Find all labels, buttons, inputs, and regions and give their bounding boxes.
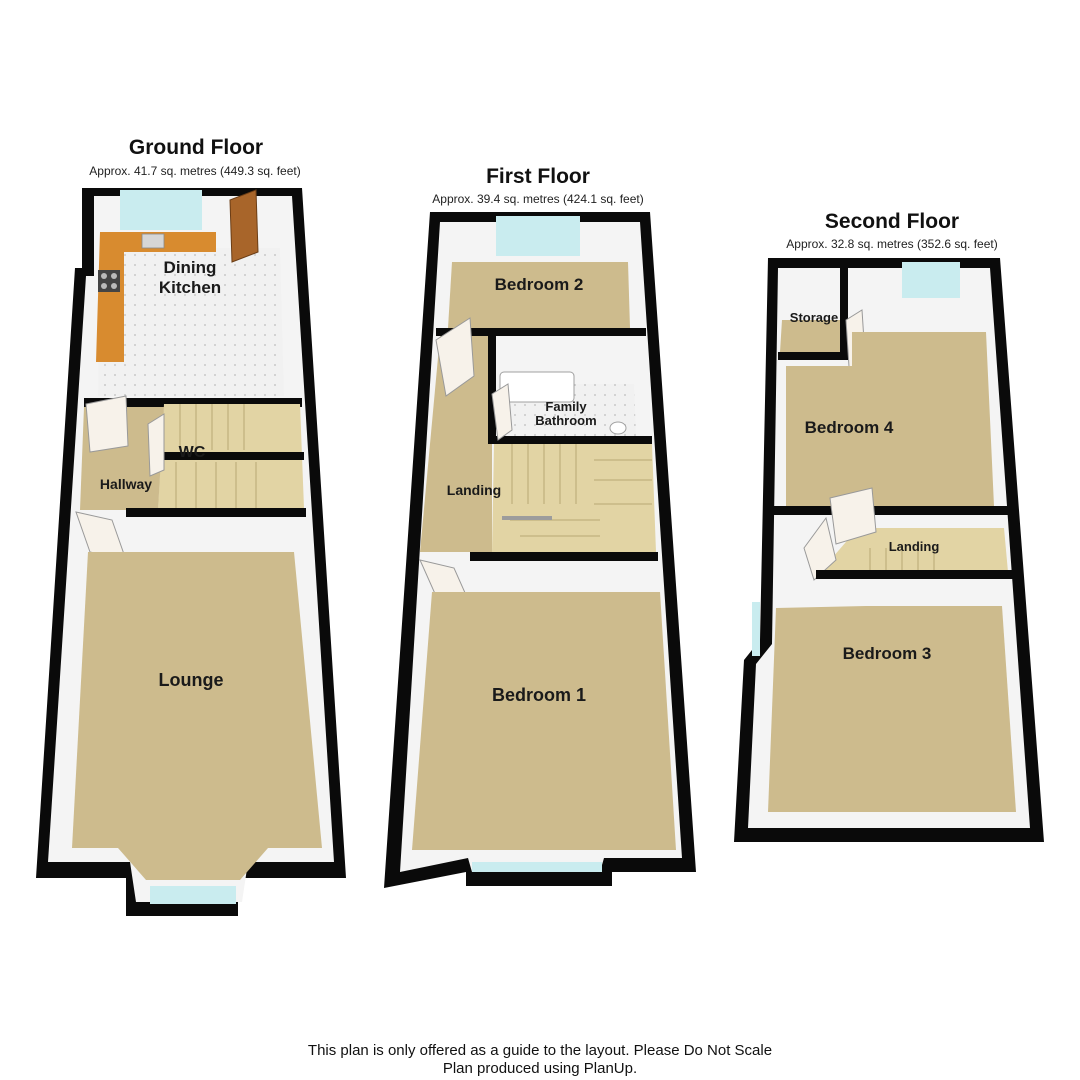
- kitchen-window: [120, 190, 202, 230]
- bedroom-1-window: [472, 862, 602, 872]
- disclaimer-line-2: Plan produced using PlanUp.: [442, 1060, 638, 1077]
- sink-icon: [141, 233, 165, 249]
- hob-ring-icon: [101, 273, 107, 279]
- bedroom-4-door: [829, 487, 877, 545]
- room-label-dining: Dining: [164, 258, 217, 277]
- dining-kitchen-floor: [98, 248, 284, 396]
- bedroom-2-window: [496, 216, 580, 256]
- storage-side-wall: [840, 268, 848, 360]
- lounge-partition-wall: [126, 508, 306, 517]
- second-landing-floor: [820, 528, 1008, 572]
- bedroom-1-wall: [470, 552, 658, 561]
- bathroom-bottom-wall: [488, 436, 652, 444]
- second-floor-area: Approx. 32.8 sq. metres (352.6 sq. feet): [786, 237, 998, 251]
- bedroom-4-floor: [786, 332, 994, 506]
- hob-ring-icon: [111, 283, 117, 289]
- first-floor-stairs: [492, 444, 656, 552]
- lounge-bay-floor: [118, 848, 268, 880]
- room-label-landing-second: Landing: [889, 539, 940, 554]
- lounge-floor: [72, 552, 322, 848]
- hob-icon: [98, 270, 120, 292]
- room-label-bedroom-4: Bedroom 4: [805, 418, 894, 437]
- storage-wall: [778, 352, 848, 360]
- stair-divider-wall: [150, 452, 304, 460]
- bathroom-door: [491, 383, 513, 441]
- room-label-bathroom: Bathroom: [535, 413, 596, 428]
- bedroom-3-floor: [768, 606, 1016, 812]
- second-floor-title: Second Floor: [824, 210, 960, 233]
- room-label-storage: Storage: [790, 310, 838, 325]
- bedroom-1-floor: [412, 592, 676, 850]
- kitchen-worktop: [96, 232, 216, 362]
- stair-rail: [502, 516, 552, 520]
- bedroom-3-wall: [816, 570, 1016, 579]
- first-floor-plan: [384, 212, 696, 888]
- room-label-lounge: Lounge: [159, 670, 224, 690]
- ground-floor-plan: [36, 188, 346, 916]
- ground-partition-wall: [84, 398, 302, 407]
- landing-door: [803, 516, 837, 581]
- first-floor-area: Approx. 39.4 sq. metres (424.1 sq. feet): [432, 192, 644, 206]
- toilet-icon: [609, 421, 627, 435]
- second-floor-window: [902, 262, 960, 298]
- bedroom-3-window: [752, 602, 760, 656]
- room-label-family: Family: [545, 399, 587, 414]
- room-label-bedroom-1: Bedroom 1: [492, 685, 586, 705]
- hob-ring-icon: [111, 273, 117, 279]
- bedroom-2-wall: [436, 328, 646, 336]
- bedroom-2-door: [435, 317, 475, 397]
- bathroom-wall: [488, 336, 496, 440]
- room-label-bedroom-3: Bedroom 3: [843, 644, 932, 663]
- bath-icon: [499, 371, 575, 403]
- room-label-wc: WC: [179, 444, 206, 461]
- lounge-bay-window: [150, 886, 236, 904]
- back-door: [229, 189, 259, 263]
- ground-floor-area: Approx. 41.7 sq. metres (449.3 sq. feet): [89, 164, 301, 178]
- room-label-landing-first: Landing: [447, 482, 501, 498]
- landing-floor: [420, 336, 492, 552]
- second-floor-plan: [734, 258, 1044, 842]
- room-label-bedroom-2: Bedroom 2: [495, 275, 584, 294]
- room-label-kitchen: Kitchen: [159, 278, 221, 297]
- room-label-hallway: Hallway: [100, 476, 152, 492]
- disclaimer-line-1: This plan is only offered as a guide to …: [307, 1042, 773, 1059]
- first-stair-treads: [510, 444, 652, 537]
- wc-door: [147, 413, 165, 477]
- ground-floor-title: Ground Floor: [128, 136, 264, 159]
- ground-stair-treads: [175, 404, 257, 508]
- front-hall-door: [85, 395, 129, 453]
- bedroom-2-floor: [448, 262, 630, 328]
- storage-floor: [780, 320, 840, 352]
- first-floor-title: First Floor: [486, 165, 590, 188]
- bedroom-4-wall: [770, 506, 1014, 515]
- second-stair-treads: [869, 548, 935, 572]
- hob-ring-icon: [101, 283, 107, 289]
